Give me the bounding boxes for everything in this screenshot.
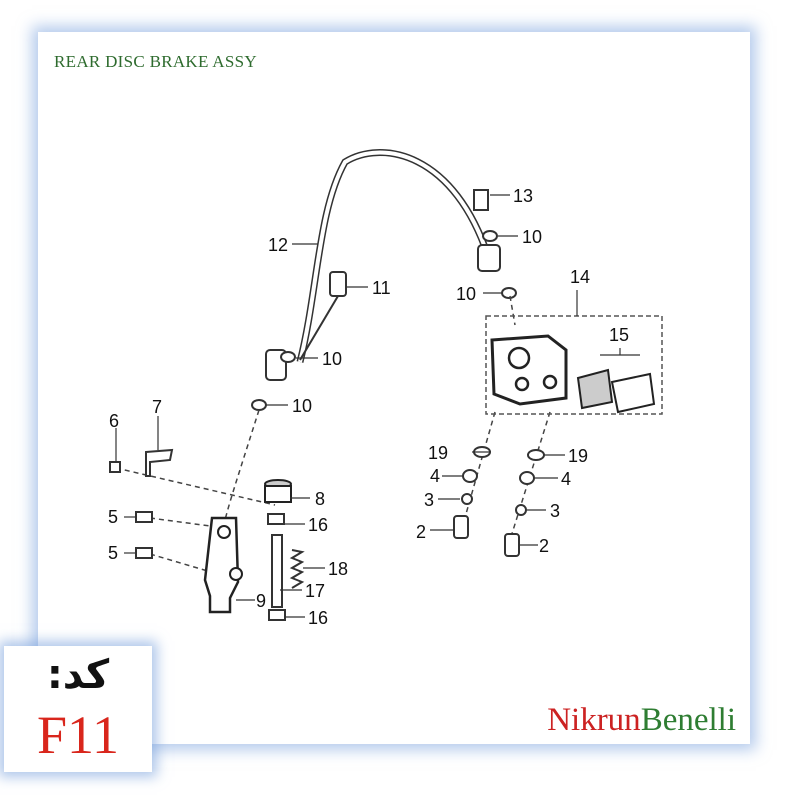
washer [527,449,545,461]
code-value: F11 [36,705,120,765]
callout-10: 10 [322,349,342,369]
callout-10: 10 [522,227,542,247]
callout-17: 17 [305,581,325,601]
bolt [135,511,153,523]
callout-2: 2 [539,536,549,556]
washer [482,230,498,242]
callout-18: 18 [328,559,348,579]
brand-name-part1: Nikrun [547,702,641,738]
slide-pin [504,533,520,557]
banjo-fitting-upper [477,244,501,272]
product-code-box: کد: F11 [4,646,152,772]
diagram-title: REAR DISC BRAKE ASSY [54,52,257,71]
callout-19: 19 [428,443,448,463]
bolt [109,461,121,473]
fluid-reservoir [264,485,292,503]
master-cylinder [203,516,240,614]
callout-11: 11 [372,278,391,298]
caliper-group-box [485,315,663,415]
washer [501,287,517,299]
hose-clip [267,513,285,525]
reservoir-hose [271,534,283,608]
banjo-bolt [473,189,489,211]
callout-8: 8 [315,489,325,509]
brake-pad [610,372,656,414]
callout-3: 3 [424,490,434,510]
o-ring [461,493,473,505]
slide-pin [453,515,469,539]
hose-clip [268,609,286,621]
callout-19: 19 [568,446,588,466]
callout-10: 10 [456,284,476,304]
mounting-bracket [145,448,174,477]
hose-clamp [329,271,347,297]
callout-14: 14 [570,267,590,287]
callout-7: 7 [152,397,162,417]
callout-9: 9 [256,591,266,611]
bushing [462,469,478,483]
callout-2: 2 [416,522,426,542]
bolt [135,547,153,559]
callout-12: 12 [268,235,288,255]
o-ring [515,504,527,516]
brand-name-part2: Benelli [640,702,736,738]
callout-6: 6 [109,411,119,431]
washer [251,399,267,411]
washer [280,351,296,363]
callout-10: 10 [292,396,312,416]
callout-16: 16 [308,608,328,628]
callout-4: 4 [561,469,571,489]
brake-caliper [490,334,568,406]
callout-5: 5 [108,543,118,563]
bushing [519,471,535,485]
callout-5: 5 [108,507,118,527]
spring [289,549,305,589]
brand-logo: NikrunBenelli [547,702,736,739]
brake-pad [576,368,614,410]
brake-hose [296,149,494,363]
callout-4: 4 [430,466,440,486]
callout-3: 3 [550,501,560,521]
callout-13: 13 [513,186,533,206]
callout-15: 15 [609,325,629,345]
code-label: کد: [46,652,110,698]
callout-16: 16 [308,515,328,535]
